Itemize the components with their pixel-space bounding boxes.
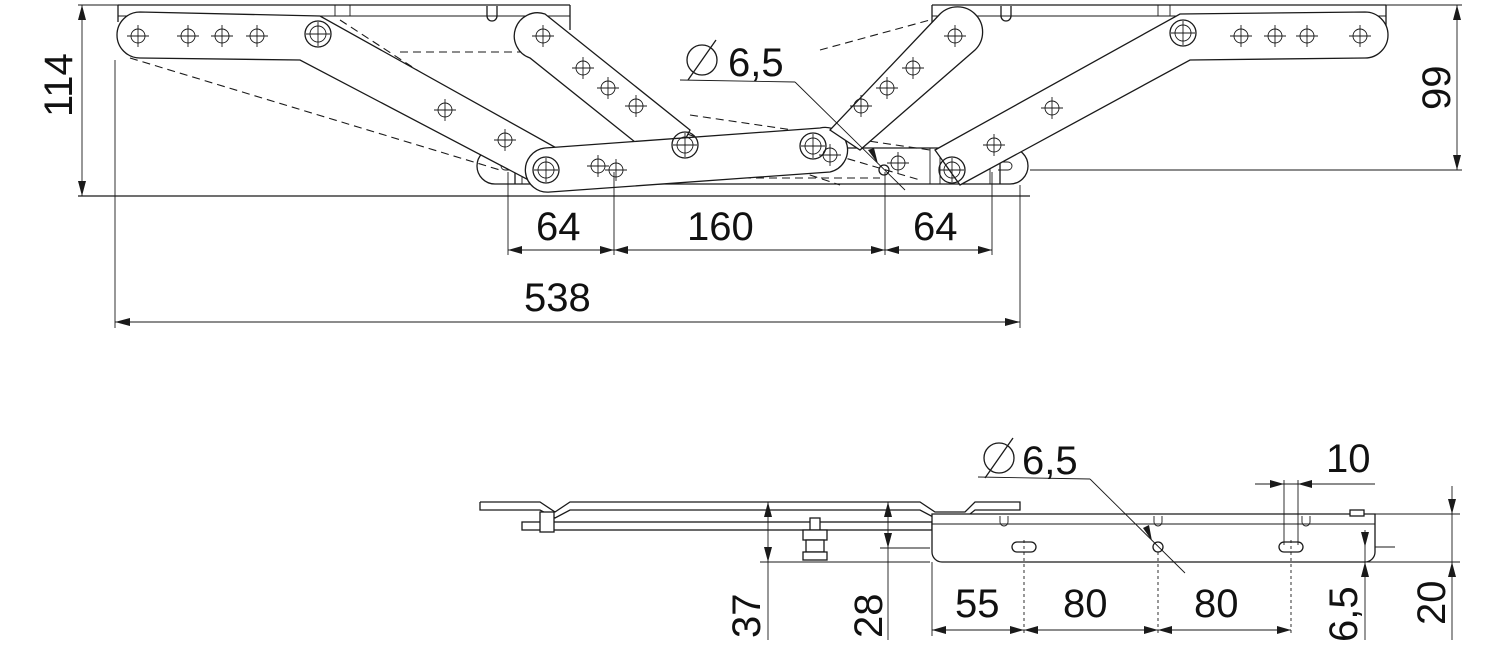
slot-width-label: 10 — [1326, 437, 1371, 481]
dimension-height-28 — [880, 502, 930, 640]
pitch-80a-label: 80 — [1063, 582, 1108, 626]
height-left-label: 114 — [37, 53, 81, 117]
pitch-right-label: 64 — [913, 205, 958, 249]
side-pivot-bolt — [802, 517, 828, 561]
right-arm — [934, 11, 1389, 186]
offset-55-label: 55 — [955, 582, 1000, 626]
side-upper-arm — [479, 501, 1021, 519]
dimension-overall-width — [114, 60, 1021, 328]
side-view: 6,5 10 37 28 — [479, 437, 1460, 642]
diameter-leader — [679, 79, 796, 83]
side-diameter-leader — [977, 476, 1091, 480]
hole-diameter-label: 6,5 — [728, 41, 784, 85]
overall-width-label: 538 — [524, 276, 591, 320]
mounting-hole — [878, 164, 890, 176]
pitch-left-label: 64 — [536, 205, 581, 249]
hole-height-label: 6,5 — [1322, 586, 1366, 642]
height-37-label: 37 — [725, 594, 769, 639]
side-base-plate — [931, 509, 1376, 563]
side-hole-diameter-label: 6,5 — [1022, 439, 1078, 483]
height-28-label: 28 — [847, 594, 891, 639]
dimension-height-37 — [760, 502, 930, 640]
left-arm — [116, 11, 561, 187]
height-right-label: 99 — [1415, 66, 1459, 111]
side-lower-arm — [521, 511, 933, 533]
pitch-middle-label: 160 — [687, 205, 754, 249]
dimension-bottom-row — [931, 540, 1292, 636]
diameter-symbol-side — [983, 437, 1015, 479]
pitch-80b-label: 80 — [1194, 582, 1239, 626]
left-scissor-arm — [433, 12, 691, 172]
top-view: 6,5 114 99 — [37, 4, 1462, 328]
dimension-height-right — [1030, 4, 1462, 171]
height-20-label: 20 — [1410, 581, 1454, 626]
dimension-height-20 — [1375, 486, 1460, 640]
right-scissor-arm — [818, 6, 984, 175]
diameter-symbol-top — [686, 39, 718, 81]
dimension-slot-width — [1255, 480, 1375, 545]
dimension-height-left — [78, 4, 118, 196]
dimension-pitch-row — [507, 172, 993, 255]
